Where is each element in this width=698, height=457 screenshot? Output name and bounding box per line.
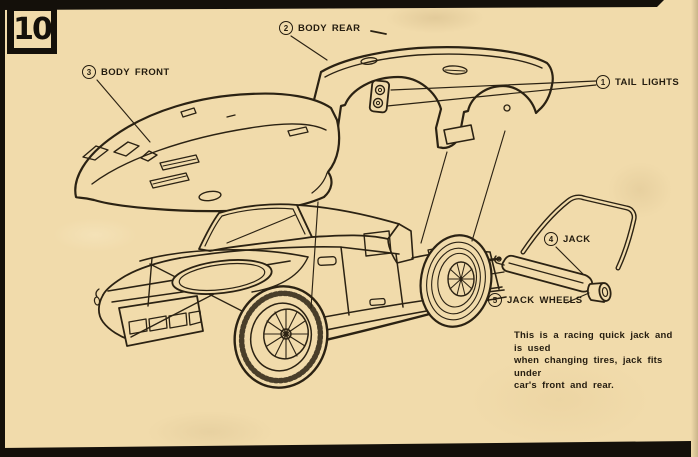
chassis-drawing bbox=[93, 203, 507, 349]
callout-body-rear: 2 BODY REAR bbox=[279, 21, 360, 35]
callout-jack: 4 JACK bbox=[544, 232, 590, 246]
tail-lights-drawing bbox=[368, 79, 391, 114]
callout-label: TAIL LIGHTS bbox=[615, 76, 680, 88]
callout-number-circle: 4 bbox=[544, 232, 558, 246]
leader-lines bbox=[96, 35, 597, 309]
rear-wheel-drawing bbox=[419, 234, 493, 328]
front-wheel-drawing bbox=[233, 285, 329, 389]
callout-label: BODY FRONT bbox=[101, 66, 170, 78]
callout-label: JACK WHEELS bbox=[507, 294, 583, 306]
jack-instruction-note: This is a racing quick jack and is used … bbox=[514, 330, 673, 391]
callout-number-circle: 5 bbox=[488, 293, 502, 307]
callout-label: JACK bbox=[563, 233, 591, 245]
callout-tail-lights: 1 TAIL LIGHTS bbox=[596, 75, 679, 89]
body-front-drawing bbox=[74, 92, 341, 213]
jack-drawing bbox=[493, 194, 637, 293]
pencil-mark bbox=[370, 30, 387, 35]
callout-label: BODY REAR bbox=[298, 22, 361, 34]
callout-number-circle: 1 bbox=[596, 75, 610, 89]
callout-number-circle: 2 bbox=[279, 21, 293, 35]
body-rear-drawing bbox=[312, 46, 554, 150]
step-number-badge: 10 bbox=[7, 4, 57, 54]
callout-body-front: 3 BODY FRONT bbox=[82, 65, 170, 79]
jack-wheel-drawing bbox=[586, 282, 612, 303]
step-number: 10 bbox=[13, 10, 53, 48]
callout-jack-wheels: 5 JACK WHEELS bbox=[488, 293, 583, 307]
callout-number-circle: 3 bbox=[82, 65, 96, 79]
